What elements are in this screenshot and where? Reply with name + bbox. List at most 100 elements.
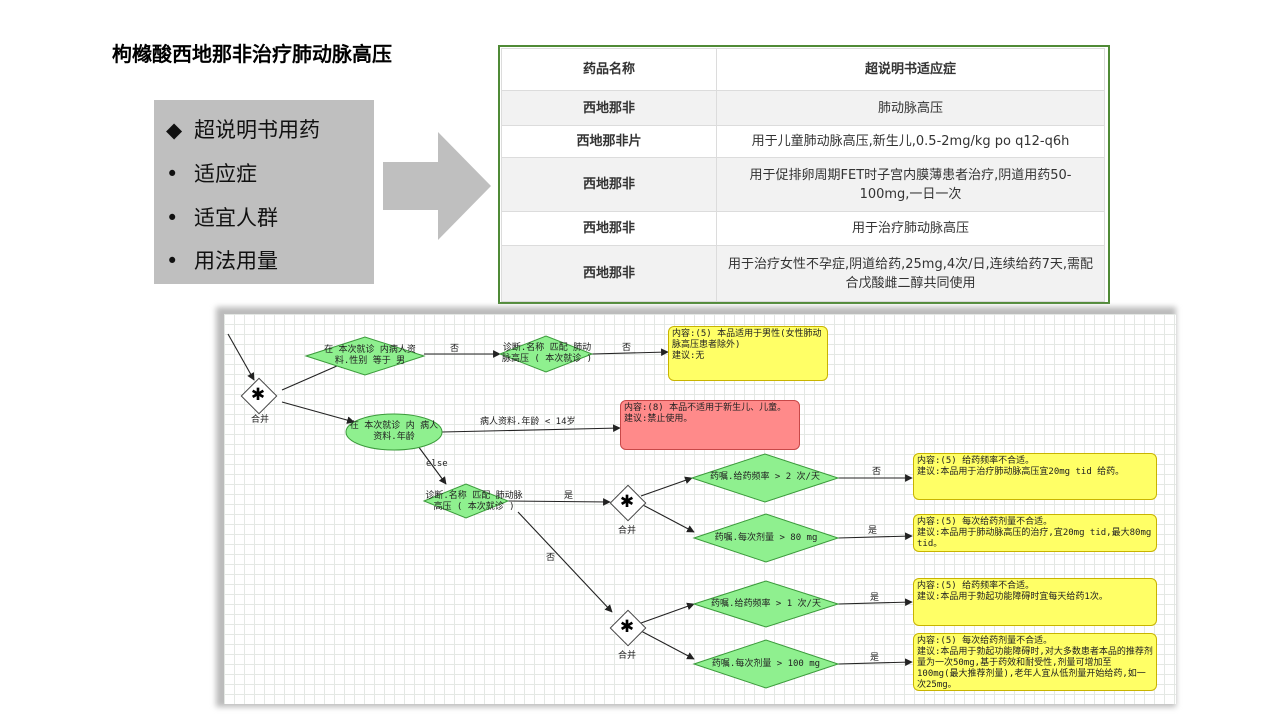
flow-edge: [837, 658, 913, 667]
decision-node-diag2: [422, 483, 510, 519]
table-row: 西地那非 用于治疗女性不孕症,阴道给药,25mg,4次/日,连续给药7天,需配合…: [501, 245, 1105, 302]
table-header-row: 药品名称 超说明书适应症: [501, 48, 1105, 91]
table-header: 药品名称: [501, 48, 717, 91]
decision-node-dose1: [692, 513, 840, 563]
table-cell-indication: 用于治疗女性不孕症,阴道给药,25mg,4次/日,连续给药7天,需配合戊酸雌二醇…: [716, 245, 1105, 302]
dot-bullet-icon: •: [166, 162, 179, 186]
note-content: 内容:(5) 本品适用于男性(女性肺动脉高压患者除外): [672, 329, 822, 350]
note-advice: 建议:本品用于治疗肺动脉高压宜20mg tid 给药。: [917, 467, 1125, 477]
asterisk-icon: ✱: [619, 617, 635, 637]
flow-edge: [227, 333, 255, 381]
table-row: 西地那非 用于促排卵周期FET时子宫内膜薄患者治疗,阴道用药50-100mg,一…: [501, 157, 1105, 212]
decision-node-freq1: [690, 453, 840, 503]
note-content: 内容:(5) 每次给药剂量不合适。: [917, 517, 1053, 527]
note-content: 内容:(8) 本品不适用于新生儿、儿童。: [624, 403, 787, 413]
result-note[interactable]: 内容:(5) 每次给药剂量不合适。 建议:本品用于勃起功能障碍时,对大多数患者本…: [913, 633, 1157, 691]
edge-label: 否: [872, 467, 882, 477]
flow-edge: [417, 445, 447, 485]
note-content: 内容:(5) 给药频率不合适。: [917, 581, 1035, 591]
edge-label: 是: [564, 491, 574, 501]
table-row: 西地那非 肺动脉高压: [501, 90, 1105, 126]
result-note[interactable]: 内容:(5) 给药频率不合适。 建议:本品用于勃起功能障碍时宜每天给药1次。: [913, 578, 1157, 626]
rule-flowchart: ✱ 合并 ✱ 合并 ✱ 合并 在 本次就诊 内病人资料.性别 等于 男 诊断.名…: [224, 314, 1176, 704]
diamond-bullet-icon: ◆: [166, 118, 183, 142]
summary-item-label: 超说明书用药: [194, 118, 320, 142]
result-note[interactable]: 内容:(5) 本品适用于男性(女性肺动脉高压患者除外) 建议:无: [668, 326, 828, 381]
result-note[interactable]: 内容:(5) 给药频率不合适。 建议:本品用于治疗肺动脉高压宜20mg tid …: [913, 453, 1157, 500]
decision-node-dose2: [692, 639, 840, 689]
edge-label: 病人资料.年龄 < 14岁: [480, 417, 576, 427]
flow-edge: [517, 511, 613, 613]
edge-label: 是: [870, 653, 880, 663]
decision-node-freq2: [692, 580, 840, 628]
flow-edge: [591, 348, 669, 357]
off-label-table-frame: 药品名称 超说明书适应症 西地那非 肺动脉高压 西地那非片 用于儿童肺动脉高压,…: [498, 45, 1110, 304]
summary-item: •用法用量: [166, 245, 278, 275]
summary-item: ◆ 超说明书用药: [166, 114, 320, 144]
table-cell-drug: 西地那非: [501, 90, 717, 126]
asterisk-icon: ✱: [619, 492, 635, 512]
table-header: 超说明书适应症: [716, 48, 1105, 91]
table-row: 西地那非片 用于儿童肺动脉高压,新生儿,0.5-2mg/kg po q12-q6…: [501, 125, 1105, 158]
node-label: 药嘱.每次剂量 > 80 mg: [714, 533, 818, 543]
edge-label: 是: [868, 526, 878, 536]
note-content: 内容:(5) 给药频率不合适。: [917, 456, 1035, 466]
node-label: 药嘱.给药频率 > 1 次/天: [711, 599, 821, 609]
result-note[interactable]: 内容:(5) 每次给药剂量不合适。 建议:本品用于肺动脉高压的治疗,宜20mg …: [913, 514, 1157, 552]
off-label-table: 药品名称 超说明书适应症 西地那非 肺动脉高压 西地那非片 用于儿童肺动脉高压,…: [501, 48, 1105, 302]
node-label: 诊断.名称 匹配 肺动脉高压 ( 本次就诊 ): [425, 491, 523, 512]
decision-node-age: [345, 413, 443, 451]
flow-edge: [281, 361, 347, 391]
node-label: 在 本次就诊 内病人资料.性别 等于 男: [324, 345, 416, 366]
right-arrow-icon: [383, 132, 491, 240]
note-advice: 建议:本品用于肺动脉高压的治疗,宜20mg tid,最大80mg tid。: [917, 528, 1152, 549]
note-advice: 建议:无: [672, 351, 705, 361]
merge-label: 合并: [617, 651, 636, 661]
decision-node-diag1: [498, 335, 594, 373]
note-advice: 建议:禁止使用。: [624, 414, 693, 424]
edge-label: else: [426, 459, 448, 469]
note-advice: 建议:本品用于勃起功能障碍时宜每天给药1次。: [917, 592, 1108, 602]
flow-edge: [837, 532, 913, 541]
summary-item-label: 适宜人群: [194, 206, 278, 230]
result-note-warning[interactable]: 内容:(8) 本品不适用于新生儿、儿童。 建议:禁止使用。: [620, 400, 800, 450]
asterisk-icon: ✱: [250, 385, 266, 405]
node-label: 药嘱.每次剂量 > 100 mg: [711, 659, 821, 669]
flow-edge: [507, 498, 611, 506]
edge-label: 否: [450, 344, 460, 354]
table-row: 西地那非 用于治疗肺动脉高压: [501, 211, 1105, 246]
summary-item-label: 适应症: [194, 162, 257, 186]
merge-label: 合并: [250, 415, 269, 425]
summary-box: ◆ 超说明书用药 • 适应症 • 适宜人群 •用法用量: [154, 100, 374, 284]
flow-edge: [640, 602, 695, 624]
table-cell-drug: 西地那非: [501, 157, 717, 212]
merge-label: 合并: [617, 526, 636, 536]
edge-label: 否: [622, 343, 632, 353]
table-cell-indication: 用于儿童肺动脉高压,新生儿,0.5-2mg/kg po q12-q6h: [716, 125, 1105, 158]
node-label: 在 本次就诊 内 病人资料.年龄: [349, 421, 439, 442]
flow-edge: [640, 630, 695, 660]
table-cell-indication: 用于促排卵周期FET时子宫内膜薄患者治疗,阴道用药50-100mg,一日一次: [716, 157, 1105, 212]
note-advice: 建议:本品用于勃起功能障碍时,对大多数患者本品的推荐剂量为一次50mg,基于药效…: [917, 647, 1153, 690]
table-cell-drug: 西地那非片: [501, 125, 717, 158]
flow-edge: [837, 598, 913, 607]
table-cell-indication: 肺动脉高压: [716, 90, 1105, 126]
flowchart-canvas: [227, 333, 913, 689]
decision-node-gender: [304, 336, 426, 376]
note-content: 内容:(5) 每次给药剂量不合适。: [917, 636, 1053, 646]
flow-edge: [640, 503, 695, 533]
summary-item-label: 用法用量: [194, 249, 278, 273]
flow-edge: [441, 424, 621, 433]
table-cell-drug: 西地那非: [501, 245, 717, 302]
flow-edge: [281, 401, 355, 424]
slide-title: 枸橼酸西地那非治疗肺动脉高压: [112, 42, 392, 66]
edge-label: 否: [546, 553, 556, 563]
table-cell-indication: 用于治疗肺动脉高压: [716, 211, 1105, 246]
flow-edge: [640, 476, 693, 497]
dot-bullet-icon: •: [166, 206, 179, 230]
node-label: 药嘱.给药频率 > 2 次/天: [710, 472, 820, 482]
table-cell-drug: 西地那非: [501, 211, 717, 246]
summary-item: • 适应症: [166, 158, 257, 188]
node-label: 诊断.名称 匹配 肺动脉高压 ( 本次就诊 ): [501, 343, 593, 364]
edge-label: 是: [870, 593, 880, 603]
